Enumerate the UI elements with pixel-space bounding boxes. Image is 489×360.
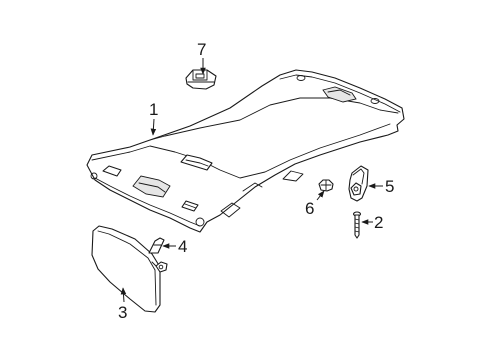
callout-2: 2 [374,213,383,232]
lamp-clip-part [185,69,217,90]
callout-4: 4 [178,237,187,256]
sun-visor-part [91,225,168,313]
callout-6: 6 [305,199,314,218]
leader-3 [120,287,127,303]
callout-labels: 1 2 3 4 5 6 7 [118,40,394,322]
leader-lines [120,58,383,303]
callout-3: 3 [118,303,127,322]
visor-clip-part [148,237,165,254]
screw-part [352,211,362,239]
leader-1 [150,118,157,136]
callout-7: 7 [197,40,206,59]
bolt-part [318,179,334,192]
bracket-part [348,165,369,202]
leader-6 [316,190,325,201]
callout-5: 5 [385,177,394,196]
callout-1: 1 [149,100,158,119]
headliner-part [86,69,405,233]
